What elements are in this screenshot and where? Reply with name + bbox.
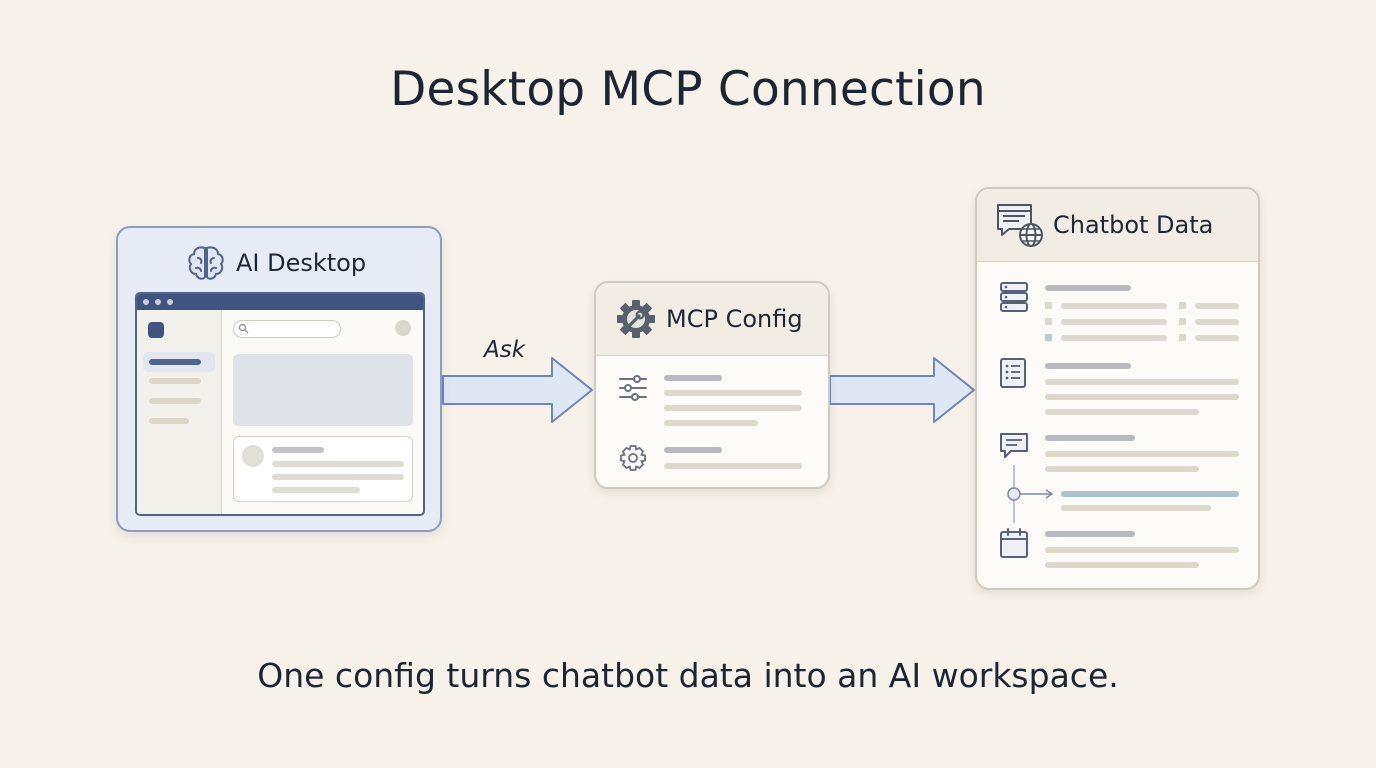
edge-label-ask: Ask bbox=[484, 337, 526, 363]
app-logo bbox=[148, 322, 164, 338]
chat-globe-icon bbox=[997, 204, 1043, 247]
sliders-icon bbox=[619, 375, 647, 401]
gear-wrench-icon bbox=[617, 300, 655, 338]
ai-desktop-node: AI Desktop bbox=[116, 226, 442, 532]
calendar-icon bbox=[1000, 528, 1028, 558]
chatbot-data-header: Chatbot Data bbox=[977, 189, 1258, 262]
ai-desktop-header: AI Desktop bbox=[186, 244, 366, 282]
chat-bubble-icon bbox=[1000, 433, 1028, 458]
mcp-config-header: MCP Config bbox=[596, 283, 828, 356]
highlight-bar bbox=[1061, 491, 1239, 497]
arrow-ask bbox=[442, 357, 593, 423]
message-card bbox=[233, 436, 413, 502]
diagram-title: Desktop MCP Connection bbox=[390, 62, 986, 117]
desktop-app-mockup bbox=[135, 292, 425, 516]
brain-icon bbox=[188, 246, 224, 280]
gear-icon bbox=[620, 445, 646, 471]
sidebar-item-active bbox=[143, 352, 215, 372]
thread-connector bbox=[1007, 465, 1054, 523]
arrow-to-chatbot bbox=[829, 357, 975, 423]
app-sidebar bbox=[137, 310, 222, 514]
chatbot-data-node: Chatbot Data bbox=[975, 187, 1260, 590]
app-title-bar bbox=[137, 294, 423, 310]
list-icon bbox=[1000, 358, 1026, 388]
search-icon bbox=[238, 323, 249, 334]
mcp-config-node: MCP Config bbox=[594, 281, 830, 489]
ai-desktop-label: AI Desktop bbox=[236, 249, 367, 277]
avatar bbox=[395, 320, 411, 336]
content-placeholder bbox=[233, 354, 413, 426]
database-icon bbox=[1000, 282, 1028, 312]
app-search-bar bbox=[233, 320, 341, 338]
mcp-config-label: MCP Config bbox=[666, 305, 803, 333]
diagram-caption: One config turns chatbot data into an AI… bbox=[257, 656, 1119, 695]
chatbot-data-label: Chatbot Data bbox=[1053, 211, 1214, 239]
